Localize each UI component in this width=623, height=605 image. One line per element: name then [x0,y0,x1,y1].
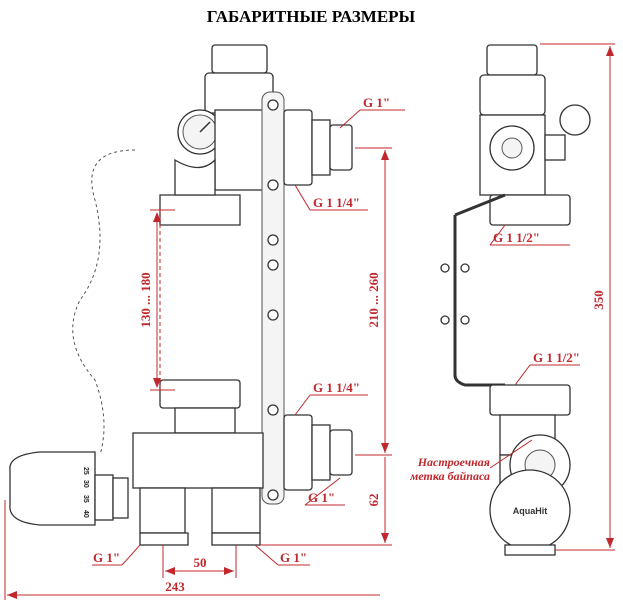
thread-side-top: G 1 1/2" [493,230,540,245]
front-view: 25 30 35 40 [9,44,353,546]
aquahit-logo: AquaHit [513,506,548,516]
dim-350: 350 [591,290,606,310]
thermostat-scale-30: 30 [82,480,89,488]
thread-top-union: G 1 1/4" [313,195,360,210]
mounting-rail [261,91,285,505]
thread-top-outlet: G 1" [363,95,390,110]
thread-side-bottom: G 1 1/2" [533,350,580,365]
dim-210-260: 210 ... 260 [366,272,381,327]
thermostat-scale-35: 35 [82,495,89,503]
bypass-label-line2: метка байпаса [409,469,490,483]
thermostat-scale-40: 40 [82,510,89,518]
thread-inlet-left: G 1" [93,550,120,565]
dim-243: 243 [165,579,185,594]
dim-50: 50 [194,555,207,570]
side-dimensions: 350 G 1 1/2" G 1 1/2" Настроечная метка … [409,43,615,551]
thermostat-scale-25: 25 [82,467,89,475]
page-title: ГАБАРИТНЫЕ РАЗМЕРЫ [207,7,416,26]
thread-inlet-right: G 1" [280,550,307,565]
thermostatic-head [9,451,96,526]
thread-bottom-outlet: G 1" [308,490,335,505]
side-view: AquaHit [440,44,591,556]
front-dimensions: 130 ... 180 210 ... 260 62 50 243 G 1" G… [4,95,405,600]
thread-bottom-union: G 1 1/4" [313,380,360,395]
bypass-label-line1: Настроечная [417,455,490,469]
dim-62: 62 [366,494,381,507]
dim-130-180: 130 ... 180 [138,272,153,327]
